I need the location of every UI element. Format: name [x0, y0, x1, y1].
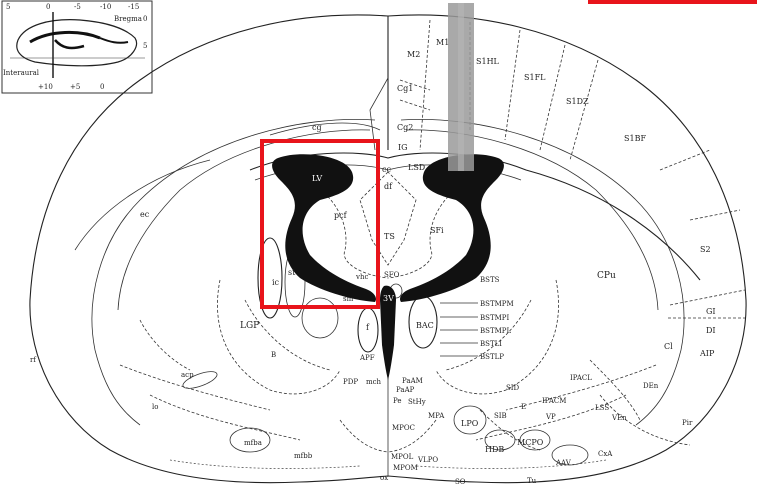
label-ic: ic — [272, 278, 280, 287]
label-StHy: StHy — [408, 398, 426, 406]
label-sm: sm — [343, 295, 354, 303]
label-DEn: DEn — [643, 382, 659, 390]
label-S2: S2 — [700, 245, 711, 254]
inset-interaural-label: Interaural — [3, 69, 40, 77]
label-IPACM: IPACM — [542, 397, 566, 405]
label-SFO: SFO — [384, 271, 400, 279]
label-MPOL: MPOL — [391, 453, 414, 461]
label-MCPO: MCPO — [517, 438, 544, 447]
label-Pir: Pir — [682, 419, 693, 427]
label-acp: acp — [181, 371, 194, 379]
inset-tick-m15: -15 — [128, 3, 139, 11]
label-B: B — [271, 351, 276, 359]
inset-tick-5: 5 — [6, 3, 10, 11]
label-MPOC: MPOC — [392, 424, 415, 432]
label-HDB: HDB — [485, 445, 504, 454]
label-BSTMPM: BSTMPM — [480, 300, 514, 308]
label-VEn: VEn — [611, 414, 627, 422]
label-mch: mch — [366, 378, 382, 386]
label-rf: rf — [30, 356, 37, 364]
label-mfba: mfba — [244, 439, 262, 447]
label-AIP: AIP — [699, 349, 715, 358]
inset-zero-label: 0 — [143, 15, 147, 23]
label-CPu: CPu — [597, 271, 616, 281]
inset-tick-0: 0 — [46, 3, 50, 11]
label-IPACL: IPACL — [570, 374, 592, 382]
label-lo: lo — [152, 403, 158, 411]
label-cc: cc — [382, 165, 391, 174]
label-mfbb: mfbb — [294, 452, 313, 460]
label-3V: 3V — [383, 294, 394, 303]
label-BSTLI: BSTLI — [480, 340, 502, 348]
label-st: st — [288, 268, 296, 277]
inset-tick-m10: -10 — [100, 3, 111, 11]
label-CxA: CxA — [598, 450, 613, 458]
label-IG: IG — [398, 143, 408, 152]
top-right-red-bar — [588, 0, 757, 4]
inset-tick-b-zero: 0 — [100, 83, 104, 91]
label-BSTMPI: BSTMPI — [480, 314, 509, 322]
inset-side-label: 5 — [143, 42, 147, 50]
label-PDP: PDP — [343, 378, 358, 386]
label-M1: M1 — [436, 38, 449, 47]
label-LPO: LPO — [461, 419, 479, 428]
inset-bregma-label: Bregma — [114, 15, 142, 23]
label-BSTLP: BSTLP — [480, 353, 504, 361]
label-cg: cg — [312, 123, 322, 132]
label-PaAM: PaAM — [402, 377, 423, 385]
label-TS: TS — [384, 232, 395, 241]
label-LV: LV — [312, 174, 322, 183]
label-S1BF: S1BF — [624, 134, 646, 143]
label-MPOM: MPOM — [393, 464, 418, 472]
label-PaAP: PaAP — [396, 386, 415, 394]
label-LGP: LGP — [240, 321, 259, 331]
label-S1DZ: S1DZ — [566, 97, 589, 106]
label-ec: ec — [140, 210, 150, 219]
label-SID: SID — [506, 384, 520, 392]
label-SO: SO — [455, 478, 466, 486]
label-ox: ox — [380, 474, 388, 482]
label-E: E — [521, 403, 526, 411]
label-Tu: Tu — [527, 477, 537, 485]
label-AAV: AAV — [555, 459, 572, 467]
label-Cg2: Cg2 — [397, 123, 413, 132]
label-BSTMPL: BSTMPL — [480, 327, 511, 335]
label-DI: DI — [706, 326, 716, 335]
label-Cg1: Cg1 — [397, 84, 413, 93]
label-LSD: LSD — [408, 163, 425, 172]
label-S1HL: S1HL — [476, 57, 500, 66]
label-S1FL: S1FL — [524, 73, 546, 82]
inset-tick-p10: +10 — [38, 83, 53, 91]
label-VLPO: VLPO — [417, 456, 438, 464]
inset-tick-m5: -5 — [74, 3, 81, 11]
label-M2: M2 — [407, 50, 420, 59]
label-vhc: vhc — [355, 273, 368, 281]
inset-tick-p5: +5 — [70, 83, 80, 91]
label-Cl: Cl — [664, 342, 673, 351]
label-LSS: LSS — [595, 404, 609, 412]
label-GI: GI — [706, 307, 716, 316]
orientation-inset: 5 0 -5 -10 -15 Bregma 0 5 Interaural +10… — [2, 1, 152, 93]
label-f: f — [366, 323, 370, 332]
label-APF: APF — [359, 354, 375, 362]
label-pcf: pcf — [334, 211, 348, 220]
label-Pe: Pe — [393, 397, 402, 405]
label-SFi: SFi — [430, 226, 444, 235]
label-BAC: BAC — [416, 321, 434, 330]
label-VP: VP — [545, 413, 556, 421]
label-SIB: SIB — [494, 412, 507, 420]
label-BSTS: BSTS — [480, 276, 500, 284]
label-MPA: MPA — [428, 412, 445, 420]
label-df: df — [384, 182, 393, 191]
